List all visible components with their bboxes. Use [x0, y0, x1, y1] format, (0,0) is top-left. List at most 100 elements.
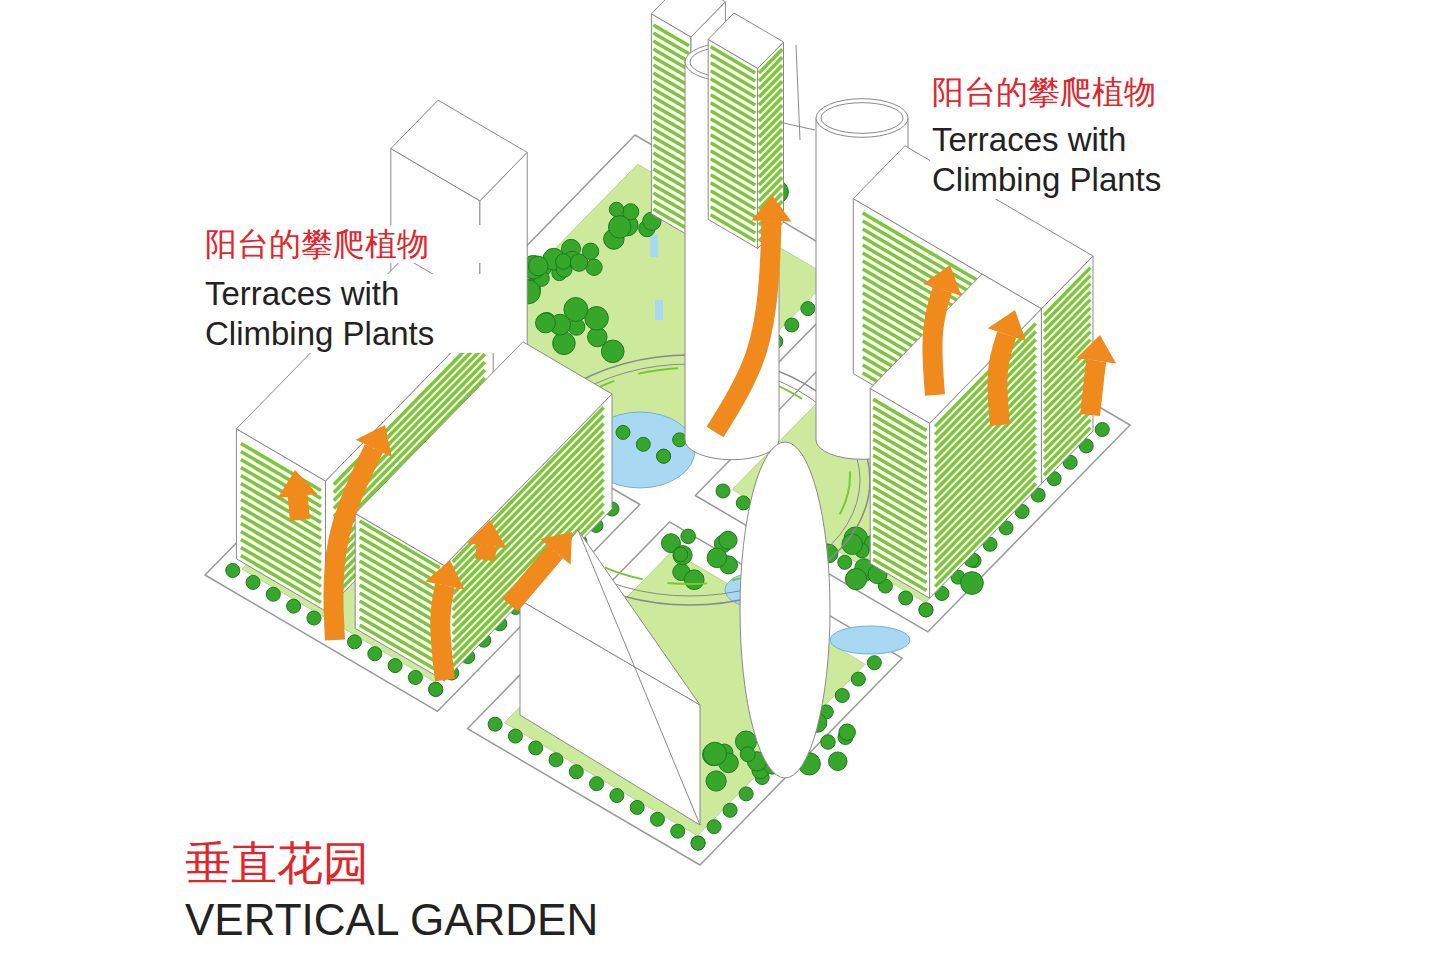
terrace-plants	[873, 423, 926, 454]
terrace-plants	[935, 332, 1036, 435]
terrace-plants	[653, 25, 689, 46]
site-plate	[467, 522, 902, 865]
terrace-plants	[241, 443, 321, 490]
tree	[919, 603, 933, 617]
tree	[650, 812, 664, 826]
tree	[609, 216, 631, 238]
terrace-plants	[873, 439, 926, 470]
tree	[821, 735, 836, 750]
terrace-plants	[873, 479, 926, 510]
tree	[408, 671, 422, 685]
tree	[266, 587, 280, 601]
tree	[226, 564, 240, 578]
tree	[703, 742, 726, 765]
tree	[851, 672, 865, 686]
terrace-plants	[873, 511, 926, 542]
terrace-plants	[873, 447, 926, 478]
growth-arrow	[467, 520, 507, 560]
water-strip	[650, 235, 658, 257]
tree	[529, 741, 543, 755]
terrace-plants	[873, 543, 926, 574]
tree	[528, 256, 548, 276]
terrace-plants	[935, 372, 1036, 475]
tree	[785, 318, 799, 332]
callout-label: 阳台的攀爬植物	[203, 225, 507, 263]
tree	[553, 332, 576, 355]
building-roof	[391, 100, 527, 201]
tower-top	[816, 99, 908, 138]
tree	[707, 548, 727, 568]
growth-arrow	[715, 195, 791, 432]
growth-arrow	[988, 310, 1026, 425]
terrace-plants	[935, 348, 1036, 451]
terrace-plants	[873, 495, 926, 526]
tree	[673, 547, 687, 561]
tree	[706, 771, 726, 791]
terrace-plants	[1044, 276, 1090, 324]
arrow-head	[1077, 335, 1117, 364]
arrow-head	[923, 265, 961, 296]
tree	[556, 254, 572, 270]
arrow-head	[278, 470, 318, 498]
arrow-head	[988, 310, 1026, 341]
tree	[630, 800, 644, 814]
tree	[707, 820, 721, 834]
growth-arrow	[425, 560, 464, 680]
building-face	[708, 39, 758, 248]
tree	[388, 659, 402, 673]
tree	[564, 298, 588, 322]
tree	[609, 202, 623, 216]
tree	[845, 569, 866, 590]
callout-label: Terraces with Climbing Plants	[203, 274, 497, 353]
tree	[488, 717, 502, 731]
arrow-shaft	[1090, 361, 1096, 415]
tree	[368, 647, 382, 661]
arrow-layer	[278, 195, 1116, 680]
terrace-plants	[873, 407, 926, 438]
terrace-plants	[935, 364, 1036, 467]
diagram-title: 垂直花园	[183, 836, 487, 891]
tree	[287, 599, 301, 613]
arrow-shaft	[440, 585, 445, 680]
arrow-head	[540, 532, 572, 565]
terrace-plants	[711, 47, 756, 73]
growth-arrow	[278, 470, 318, 520]
tree	[716, 484, 730, 498]
tree	[536, 313, 556, 333]
tree	[736, 496, 750, 510]
callout-label: 阳台的攀爬植物	[930, 73, 1234, 111]
tree	[246, 575, 260, 589]
tree	[838, 555, 852, 569]
terrace-plants	[873, 519, 926, 550]
terrace-plants	[360, 529, 440, 576]
terrace-plants	[873, 455, 926, 486]
tree	[839, 724, 855, 740]
tree	[508, 729, 522, 743]
tree	[1095, 423, 1109, 437]
arrow-shaft	[333, 448, 373, 640]
tree	[616, 425, 630, 439]
tree	[429, 682, 443, 696]
tree	[429, 682, 443, 696]
arrow-head	[425, 560, 464, 589]
tree	[636, 437, 650, 451]
tree	[919, 603, 933, 617]
tree	[673, 546, 692, 565]
terrace-plants	[360, 521, 440, 568]
tree	[585, 307, 609, 331]
growth-arrow	[510, 532, 572, 605]
terrace-plants	[873, 415, 926, 446]
tree	[610, 789, 624, 803]
tree	[719, 531, 737, 549]
terrace-plants	[873, 399, 926, 430]
oval-tower	[740, 442, 830, 778]
terrace-plants	[873, 471, 926, 502]
tree	[582, 243, 598, 259]
building-block	[870, 274, 1041, 598]
tree	[961, 572, 984, 595]
tree	[657, 449, 671, 463]
tree	[691, 836, 705, 850]
arrow-head	[356, 425, 392, 457]
